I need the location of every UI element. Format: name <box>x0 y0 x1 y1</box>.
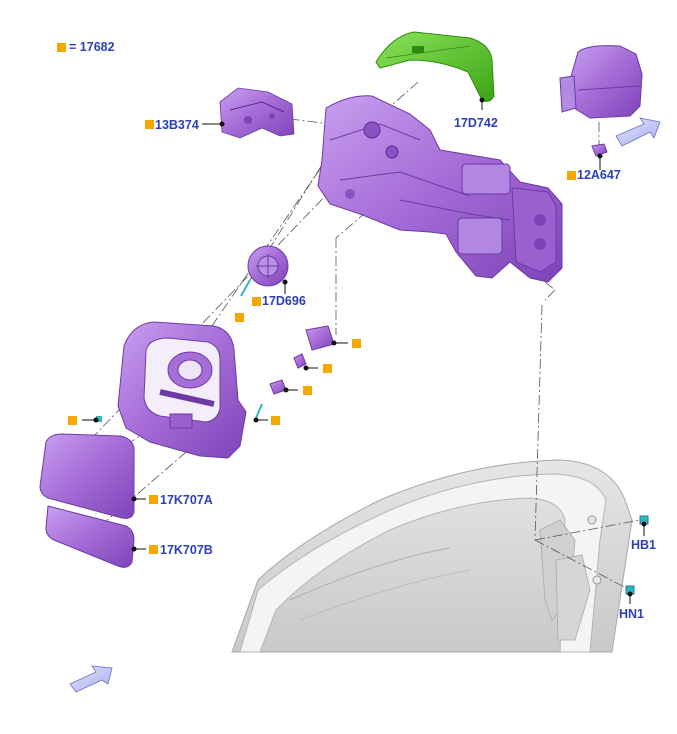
direction-arrow-left <box>69 665 113 693</box>
marker-17d696 <box>252 297 261 306</box>
clip-12a647 <box>591 143 608 157</box>
pin-component <box>293 353 307 369</box>
mirror-glass-17k707a <box>39 433 135 519</box>
label-17k707b: 17K707B <box>160 543 213 557</box>
marker-screw-frame <box>68 416 77 425</box>
screw-icon <box>96 416 102 422</box>
door-frame <box>231 459 633 653</box>
legend-marker <box>57 43 66 52</box>
clip-component <box>269 379 287 395</box>
label-17k707a: 17K707A <box>160 493 213 507</box>
label-12a647: 12A647 <box>577 168 621 182</box>
label-13b374: 13B374 <box>155 118 199 132</box>
mirror-motor-17d696 <box>247 245 289 287</box>
mirror-glass-17k707b <box>45 505 135 568</box>
marker-12a647 <box>567 171 576 180</box>
marker-screw-lower <box>271 416 280 425</box>
mirror-arm-housing <box>317 95 563 283</box>
legend-code: 17682 <box>79 40 115 54</box>
marker-screw <box>235 313 244 322</box>
marker-connector <box>352 339 361 348</box>
label-17d742: 17D742 <box>454 116 498 130</box>
screw-icon <box>255 403 263 419</box>
marker-clip <box>303 386 312 395</box>
callout-lines <box>82 97 647 604</box>
label-17d696: 17D696 <box>262 294 306 308</box>
mirror-cap-17d742 <box>375 31 495 102</box>
marker-13b374 <box>145 120 154 129</box>
mirror-frame-housing <box>117 321 247 459</box>
label-hb1: HB1 <box>631 538 657 552</box>
connector-component <box>305 325 335 351</box>
label-hn1: HN1 <box>619 607 645 621</box>
marker-17k707b <box>149 545 158 554</box>
legend-text: = 17682 <box>69 40 115 54</box>
direction-arrow-right <box>615 117 661 147</box>
bracket-13b374 <box>219 87 295 139</box>
mirror-head-assembly <box>559 45 643 119</box>
marker-17k707a <box>149 495 158 504</box>
screw-icon <box>240 279 251 297</box>
marker-pin <box>323 364 332 373</box>
legend-equals: = <box>69 40 77 54</box>
